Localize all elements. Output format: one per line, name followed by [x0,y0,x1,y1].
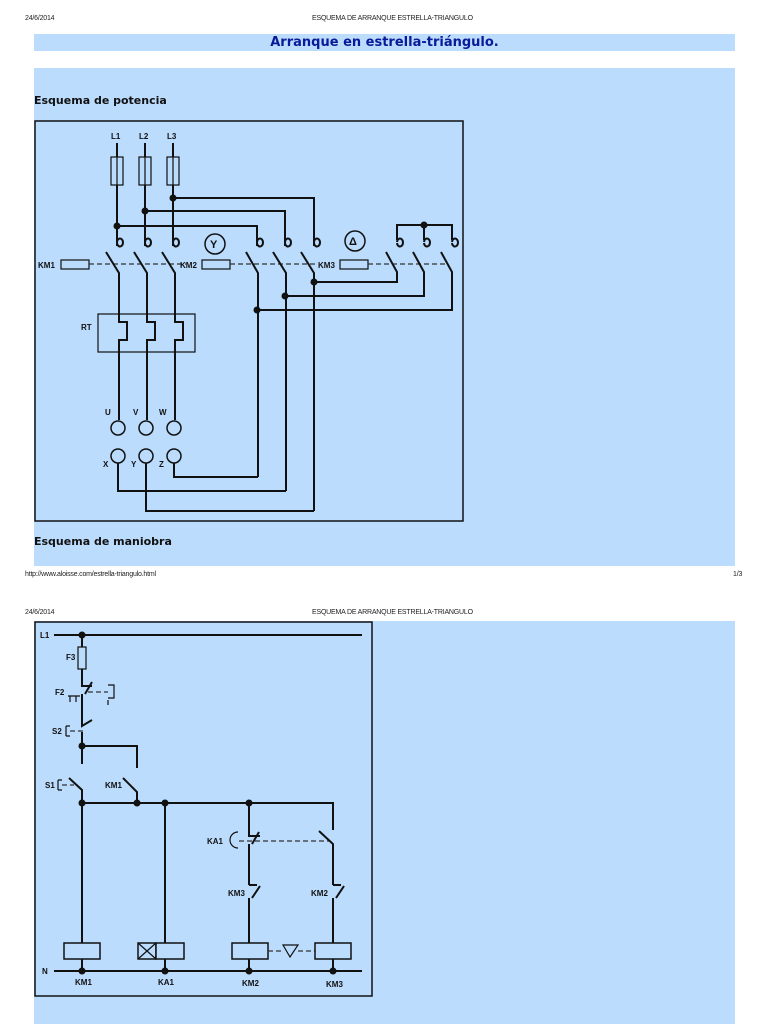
terminal-label: Y [131,460,137,469]
rt-elements [118,315,184,420]
fuse-icon [110,156,180,186]
neutral-bus [54,959,362,972]
l1-label: L1 [40,631,50,640]
km3-interlock-icon [248,884,261,945]
phase-label: L1 [111,132,121,141]
km1-coil-icon [63,942,101,960]
fuse-icon [77,646,87,670]
n-label: N [42,967,48,976]
s1-contact-icon [68,777,83,800]
delta-symbol: Δ [349,236,357,248]
km1-hold-label: KM1 [105,781,122,790]
km3-interlock-label: KM3 [228,889,245,898]
terminal-label: Z [159,460,164,469]
interlock-triangle-icon [281,944,300,959]
section-power-heading: Esquema de potencia [34,94,167,107]
power-diagram-frame [34,120,464,522]
ka1-no-contact-icon [318,830,334,885]
coil-label: KA1 [158,978,175,987]
s2-label: S2 [52,727,62,736]
footer-page-number: 1/3 [733,571,743,578]
power-diagram: L1 L2 L3 KM1 Y KM2 Δ KM3 RT [34,120,464,522]
ka1-nc-contact-icon [248,828,260,885]
terminal-label: V [133,408,139,417]
phase-label: L3 [167,132,177,141]
contact-terminal-icons [116,237,459,248]
star-symbol-icon [204,233,226,255]
km2-label: KM2 [180,261,197,270]
f3-label: F3 [66,653,76,662]
km2-contacts [245,251,315,511]
coil-label: KM2 [242,979,259,988]
terminal-label: X [103,460,109,469]
control-diagram: L1 F3 F2 S2 S1 KM1 KA1 KM3 KM2 N KM1 KA1… [34,621,373,997]
header-date: 24/6/2014 [25,15,55,22]
coil-label: KM3 [326,980,343,989]
s1-label: S1 [45,781,55,790]
f2-contact-icon [81,680,93,720]
km3-label: KM3 [318,261,335,270]
ka1-label: KA1 [207,837,224,846]
delta-symbol-icon [344,230,366,252]
km2-interlock-label: KM2 [311,889,328,898]
section-control-heading: Esquema de maniobra [34,535,172,548]
f2-label: F2 [55,688,65,697]
km3-coil-icon [314,942,352,960]
terminal-label: U [105,408,111,417]
km2-coil-icon [201,259,231,270]
footer-url[interactable]: http://www.aloisse.com/estrella-triangul… [25,571,156,578]
km2-coil-icon [231,942,269,960]
page-title: Arranque en estrella-triángulo. [34,34,735,51]
control-diagram-frame [34,621,373,997]
km3-coil-icon [339,259,369,270]
phase-label: L2 [139,132,149,141]
coil-label: KM1 [75,978,92,987]
km1-hold-contact-icon [122,777,138,803]
timer-icon [229,831,239,849]
km2-interlock-icon [332,884,345,945]
star-symbol: Y [210,239,218,251]
km1-label: KM1 [38,261,55,270]
ka1-coil-icon [155,942,185,960]
km1-contacts [105,251,176,315]
km1-coil-icon [60,259,90,270]
rt-label: RT [81,323,92,332]
header-title: ESQUEMA DE ARRANQUE ESTRELLA-TRIANGULO [312,609,473,616]
terminal-label: W [159,408,167,417]
motor-return-lines [117,463,314,512]
header-title: ESQUEMA DE ARRANQUE ESTRELLA-TRIANGULO [312,15,473,22]
header-date: 24/6/2014 [25,609,55,616]
km3-contacts [257,251,453,311]
